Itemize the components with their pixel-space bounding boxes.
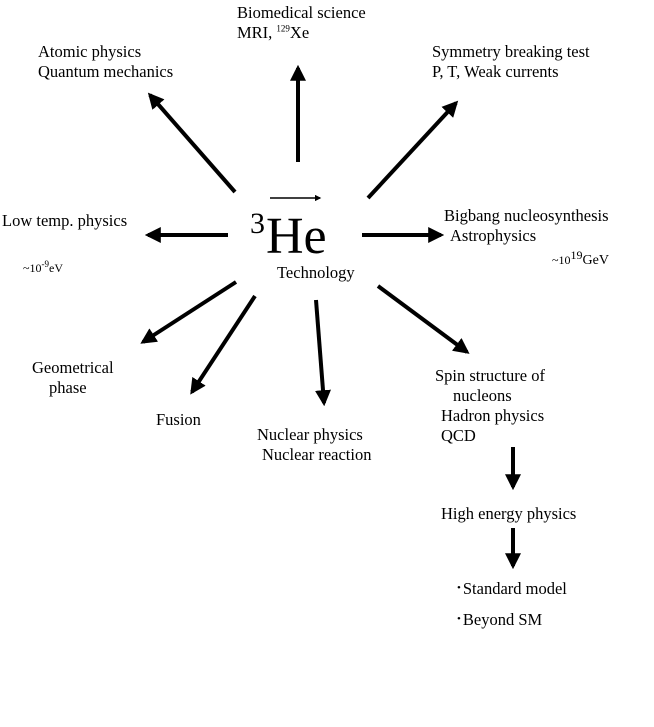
symmetry-line2: P, T, Weak currents	[432, 62, 559, 81]
bullet-icon: •	[457, 613, 461, 625]
atomic-physics-label: Atomic physics Quantum mechanics	[38, 42, 173, 82]
arrow-nuclear	[314, 299, 331, 407]
symmetry-label: Symmetry breaking test P, T, Weak curren…	[432, 42, 590, 82]
technology-caption: Technology	[277, 263, 355, 282]
arrow-atomic	[147, 92, 237, 194]
nuclear-line1: Nuclear physics	[257, 425, 363, 444]
bigbang-label: Bigbang nucleosynthesis Astrophysics	[444, 206, 609, 246]
atomic-line1: Atomic physics	[38, 42, 142, 61]
standard-model-item: •Standard model	[457, 579, 567, 598]
bigbang-energy: ~1019GeV	[552, 248, 609, 268]
helium-3-symbol: 3He	[250, 194, 327, 267]
spin-line4: QCD	[441, 426, 476, 445]
biomedical-label: Biomedical science MRI, 129Xe	[237, 3, 366, 43]
low-temp-label: Low temp. physics	[2, 211, 128, 230]
atomic-line2: Quantum mechanics	[38, 62, 174, 81]
biomedical-line1: Biomedical science	[237, 3, 366, 22]
spin-line2: nucleons	[453, 386, 512, 405]
bigbang-line1: Bigbang nucleosynthesis	[444, 206, 609, 225]
arrow-geometrical	[140, 280, 238, 344]
element-symbol: He	[266, 208, 327, 265]
bigbang-line2: Astrophysics	[450, 226, 537, 245]
spin-structure-label: Spin structure of nucleons Hadron physic…	[435, 366, 545, 446]
arrow-fusion	[190, 294, 257, 395]
fusion-label: Fusion	[156, 410, 201, 429]
spin-line3: Hadron physics	[441, 406, 545, 425]
low-temp-energy: ~10-9eV	[23, 259, 63, 276]
symmetry-line1: Symmetry breaking test	[432, 42, 590, 61]
high-energy-physics-label: High energy physics	[441, 504, 577, 523]
arrow-symmetry	[366, 100, 459, 200]
geometrical-line1: Geometrical	[32, 358, 114, 377]
isotope-mass: 3	[250, 207, 265, 240]
arrow-spin	[376, 284, 470, 354]
beyond-sm-item: •Beyond SM	[457, 610, 543, 629]
spin-line1: Spin structure of	[435, 366, 545, 385]
bullet-icon: •	[457, 582, 461, 594]
nuclear-line2: Nuclear reaction	[262, 445, 372, 464]
biomedical-line2: MRI, 129Xe	[237, 23, 310, 42]
nuclear-physics-label: Nuclear physics Nuclear reaction	[257, 425, 371, 465]
geometrical-phase-label: Geometrical phase	[32, 358, 114, 398]
geometrical-line2: phase	[49, 378, 87, 397]
